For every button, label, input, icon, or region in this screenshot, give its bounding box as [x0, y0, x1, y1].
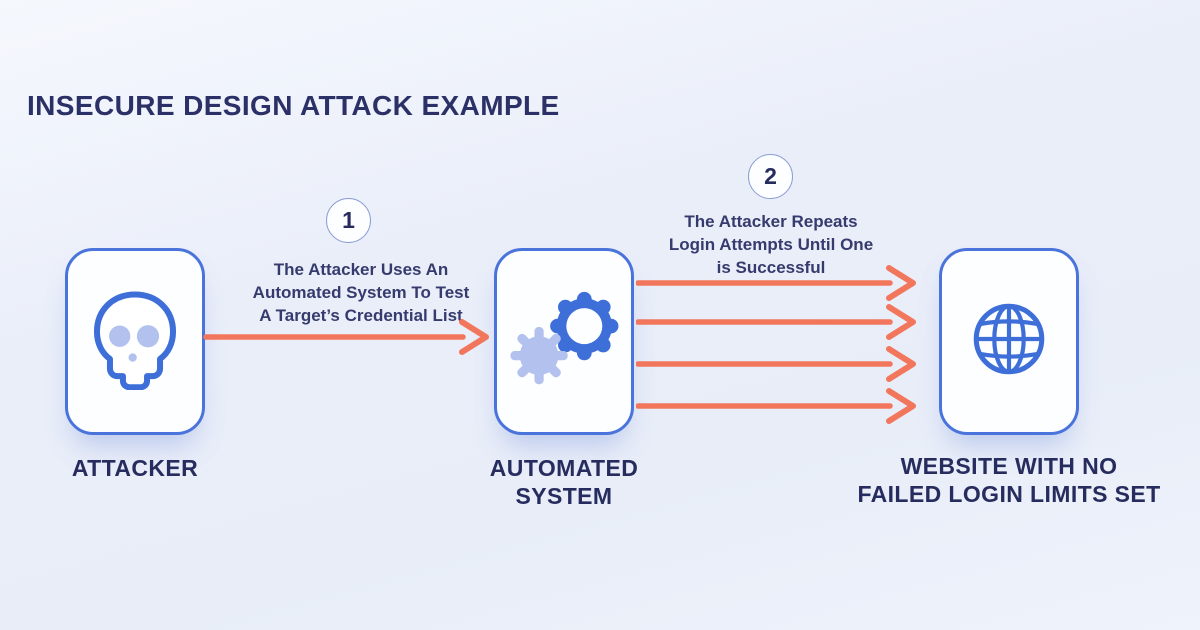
- step-1-caption: The Attacker Uses An Automated System To…: [252, 260, 470, 326]
- gears-icon: [504, 288, 624, 395]
- step-1-badge: 1: [326, 198, 371, 243]
- skull-icon: [88, 288, 182, 395]
- step-2-badge: 2: [748, 154, 793, 199]
- step-2-caption: The Attacker Repeats Login Attempts Unti…: [668, 212, 874, 278]
- attack-arrow-credentials: [203, 319, 493, 355]
- attacker-card: [65, 248, 205, 435]
- automated-system-card: [494, 248, 634, 435]
- globe-icon: [967, 297, 1051, 386]
- attacker-label: ATTACKER: [71, 455, 199, 481]
- step-2-number: 2: [764, 163, 777, 189]
- automated-system-label: AUTOMATED SYSTEM: [489, 455, 639, 510]
- website-card: [939, 248, 1079, 435]
- login-attempt-arrow-4: [636, 388, 923, 424]
- website-label: WEBSITE WITH NO FAILED LOGIN LIMITS SET: [857, 453, 1161, 508]
- login-attempt-arrow-1: [636, 265, 923, 301]
- login-attempt-arrow-2: [636, 304, 923, 340]
- page-title: INSECURE DESIGN ATTACK EXAMPLE: [27, 90, 560, 121]
- login-attempt-arrow-3: [636, 346, 923, 382]
- step-1-number: 1: [342, 207, 355, 233]
